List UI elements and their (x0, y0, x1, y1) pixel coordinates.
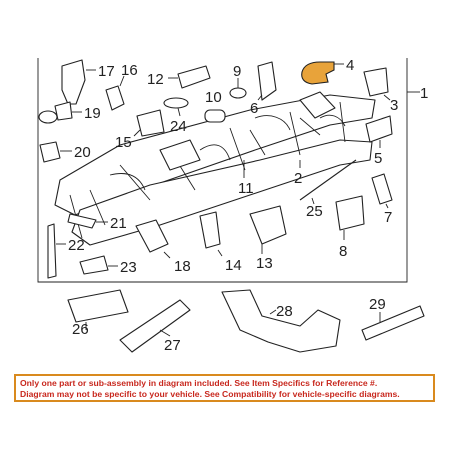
callout-6: 6 (250, 100, 258, 117)
part-25 (299, 159, 357, 201)
notice-line-1: Only one part or sub-assembly in diagram… (20, 378, 378, 388)
part-13 (249, 205, 287, 245)
notice-line-2: Diagram may not be specific to your vehi… (20, 389, 400, 399)
callout-12: 12 (147, 71, 164, 88)
part-9 (229, 87, 247, 99)
callout-1: 1 (420, 85, 428, 102)
callout-26: 26 (72, 321, 89, 338)
part-28 (221, 289, 341, 353)
part-26 (67, 289, 129, 323)
callout-23: 23 (120, 259, 137, 276)
part-16 (105, 85, 125, 111)
part-23 (79, 255, 109, 275)
part-10 (204, 109, 226, 123)
callout-7: 7 (384, 209, 392, 226)
leader-27 (159, 329, 171, 337)
leader-28 (269, 309, 277, 315)
leader-16 (119, 75, 125, 87)
part-8 (335, 195, 365, 231)
group-bracket (37, 58, 408, 283)
part-19 (54, 101, 73, 121)
leader-6 (257, 94, 263, 101)
leader-3 (383, 94, 391, 101)
callout-8: 8 (339, 243, 347, 260)
part-27 (119, 299, 191, 353)
part-24 (163, 97, 189, 109)
callout-9: 9 (233, 63, 241, 80)
callout-3: 3 (390, 97, 398, 114)
callout-4: 4 (346, 57, 354, 74)
part-15 (136, 109, 165, 137)
callout-15: 15 (115, 134, 132, 151)
part-17 (61, 59, 86, 105)
callout-5: 5 (374, 150, 382, 167)
leader-15 (133, 129, 141, 137)
part-29 (361, 305, 425, 341)
callout-2: 2 (294, 170, 302, 187)
callout-19: 19 (84, 105, 101, 122)
part-20 (39, 141, 61, 163)
part-21 (67, 213, 97, 229)
callout-18: 18 (174, 258, 191, 275)
callout-14: 14 (225, 257, 242, 274)
leader-7 (385, 203, 389, 209)
part-12 (177, 65, 211, 89)
part-4-highlighted (301, 61, 335, 85)
frame-assembly (54, 91, 376, 246)
part-6 (257, 61, 277, 101)
leader-14 (217, 249, 223, 257)
callout-17: 17 (98, 63, 115, 80)
callout-16: 16 (121, 62, 138, 79)
part-3 (363, 67, 389, 97)
callout-11: 11 (238, 180, 254, 197)
part-19-ring (38, 110, 58, 124)
callout-20: 20 (74, 144, 91, 161)
callout-29: 29 (369, 296, 386, 313)
part-14 (199, 211, 221, 249)
callout-21: 21 (110, 215, 127, 232)
part-5 (365, 115, 393, 143)
callout-22: 22 (68, 237, 85, 254)
disclaimer-notice: Only one part or sub-assembly in diagram… (14, 374, 435, 402)
part-7 (371, 173, 393, 205)
part-22 (47, 223, 57, 279)
leader-18 (163, 251, 171, 259)
leader-24 (177, 107, 181, 117)
callout-25: 25 (306, 203, 323, 220)
callout-28: 28 (276, 303, 293, 320)
part-18 (135, 219, 169, 253)
leader-25 (311, 197, 315, 205)
callout-13: 13 (256, 255, 273, 272)
callout-27: 27 (164, 337, 181, 354)
callout-10: 10 (205, 89, 222, 106)
callout-24: 24 (170, 118, 187, 135)
